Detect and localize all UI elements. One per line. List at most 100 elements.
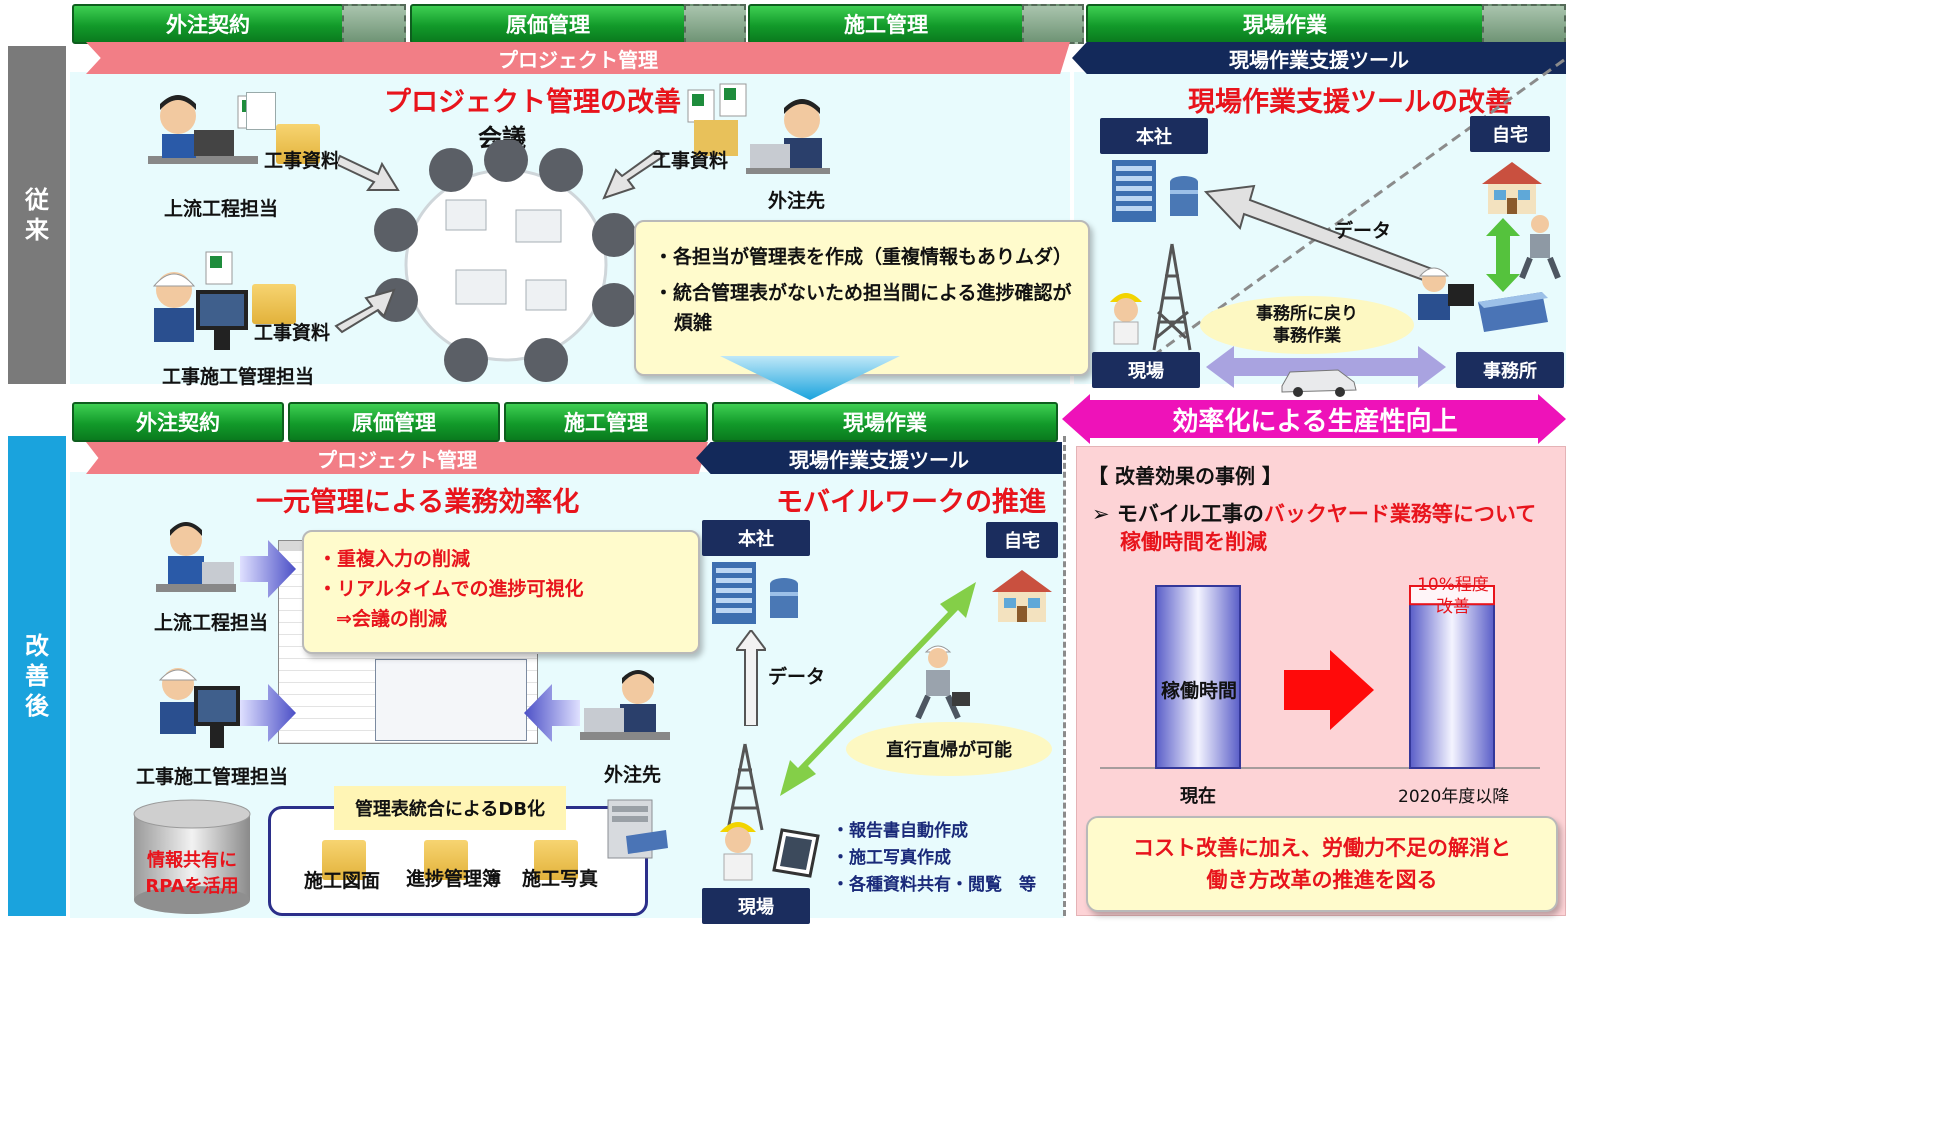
benefits-callout: ・重複入力の削減 ・リアルタイムでの進捗可視化 ⇒会議の削減 (302, 530, 700, 654)
arrow-right-icon (240, 540, 296, 598)
mobile-features-list: ・報告書自動作成 ・施工写真作成 ・各種資料共有・閲覧 等 (832, 818, 1036, 899)
outsource-label-bottom: 外注先 (604, 764, 662, 786)
folder-icon (276, 124, 320, 164)
efficiency-banner-arrow (1062, 394, 1566, 444)
top-tab-stub-1 (342, 4, 406, 44)
db-item-progress: 進捗管理簿 (406, 868, 502, 890)
mobile-work-title: モバイルワークの推進 (776, 487, 1046, 518)
folder-icon (322, 840, 366, 880)
issues-callout: ・各担当が管理表を作成（重複情報もありムダ） ・統合管理表がないため担当間による… (634, 220, 1090, 376)
top-tab-stub-2 (684, 4, 746, 44)
data-label-bottom: データ (768, 666, 826, 688)
efficiency-banner-text: 効率化による生産性向上 (1172, 406, 1458, 437)
up-down-arrow (1486, 218, 1520, 292)
house-icon (1482, 162, 1542, 214)
tablet-icon (772, 828, 820, 878)
issue-item: ・統合管理表がないため担当間による進捗確認が煩雑 (654, 282, 1072, 334)
red-right-arrow-icon (1284, 650, 1374, 730)
data-up-arrow (736, 630, 766, 726)
bottom-pm-bar: プロジェクト管理 (86, 442, 708, 474)
running-worker-icon (915, 645, 970, 720)
diagonal-double-arrow (780, 582, 976, 796)
bar-label: 稼働時間 (1160, 680, 1237, 702)
bottom-divider (1063, 436, 1066, 916)
transition-down-arrow (720, 356, 900, 400)
arrow-right-icon (338, 154, 400, 191)
bullet-arrow-icon: ➢ (1092, 502, 1117, 526)
arrow-left-icon (602, 150, 666, 200)
upstream-worker-illustration (156, 522, 236, 592)
office-worker-icon (1418, 267, 1548, 332)
cell-tower-icon (726, 743, 764, 831)
return-office-ellipse: 事務所に戻り 事務作業 (1200, 296, 1414, 354)
issue-item: ・各担当が管理表を作成（重複情報もありムダ） (654, 246, 1073, 268)
reduction-segment (1409, 585, 1495, 606)
benefit-item: ・重複入力の削減 (318, 548, 471, 570)
construction-manager-illustration (158, 668, 240, 748)
direct-commute-ellipse: 直行直帰が可能 (846, 722, 1052, 776)
x-label-now: 現在 (1180, 786, 1216, 807)
top-tab-stub-3 (1022, 4, 1084, 44)
server-icon (607, 799, 668, 859)
bottom-tab-site-work[interactable]: 現場作業 (712, 402, 1058, 442)
x-label-after: 2020年度以降 (1398, 787, 1510, 807)
bottom-tab-cost[interactable]: 原価管理 (288, 402, 500, 442)
doc-label-1: 工事資料 (264, 150, 341, 172)
site-office-arrow (1206, 346, 1446, 388)
construction-mgr-label-top: 工事施工管理担当 (162, 366, 315, 388)
outsource-label-top: 外注先 (768, 190, 826, 212)
running-worker-icon (1519, 215, 1561, 280)
effect-heading: 【 改善効果の事例 】 (1088, 464, 1282, 488)
top-tool-bar: 現場作業支援ツール (1072, 42, 1566, 74)
folder-icon (424, 840, 468, 880)
top-tab-construction[interactable]: 施工管理 (748, 4, 1024, 44)
bottom-tool-bar: 現場作業支援ツール (696, 442, 1062, 474)
building-icon (712, 562, 798, 624)
outsource-worker-illustration (687, 83, 830, 174)
outsource-worker-illustration (580, 670, 670, 740)
home-label-top: 自宅 (1470, 116, 1550, 152)
arrow-right-icon (334, 288, 396, 334)
effect-description-line1: ➢ モバイル工事のバックヤード業務等について (1092, 502, 1537, 526)
cell-tower-icon (1152, 243, 1192, 351)
feature-item: ・各種資料共有・閲覧 等 (832, 875, 1036, 895)
db-item-drawing: 施工図面 (304, 870, 381, 892)
bottom-tab-construction[interactable]: 施工管理 (504, 402, 708, 442)
site-label-bottom: 現場 (702, 888, 810, 924)
data-label-top: データ (1334, 220, 1392, 242)
working-hours-chart (1100, 585, 1540, 770)
top-tab-stub-4 (1482, 4, 1566, 44)
reduction-label: 10%程度 改善 (1417, 575, 1489, 617)
bar-after (1409, 603, 1495, 770)
diagonal-divider (1113, 58, 1565, 384)
db-item-photos: 施工写真 (522, 868, 599, 890)
rpa-label: 情報共有に RPAを活用 (145, 850, 239, 897)
side-label-before: 従 来 (8, 46, 66, 384)
building-icon (1112, 160, 1198, 222)
meeting-table-illustration (374, 140, 636, 382)
folder-icon (252, 284, 296, 324)
site-worker-icon (720, 822, 756, 881)
hq-label-bottom: 本社 (702, 520, 810, 556)
construction-manager-illustration (152, 251, 248, 350)
db-title-box: 管理表統合によるDB化 (334, 786, 566, 830)
top-tab-site-work[interactable]: 現場作業 (1086, 4, 1484, 44)
upstream-label-top: 上流工程担当 (164, 198, 279, 220)
car-icon (1281, 369, 1357, 397)
benefit-item: ⇒会議の削減 (336, 608, 447, 630)
feature-item: ・報告書自動作成 (832, 821, 968, 841)
top-tab-outsourcing[interactable]: 外注契約 (72, 4, 344, 44)
bottom-tab-outsourcing[interactable]: 外注契約 (72, 402, 284, 442)
side-label-after: 改 善 後 (8, 436, 66, 916)
bar-now (1155, 585, 1241, 769)
benefit-item: ・リアルタイムでの進捗可視化 (318, 578, 584, 600)
feature-item: ・施工写真作成 (832, 848, 951, 868)
top-tab-cost[interactable]: 原価管理 (410, 4, 686, 44)
document-icon (246, 92, 276, 130)
home-label-bottom: 自宅 (986, 522, 1058, 558)
pm-improvement-title: プロジェクト管理の改善 (384, 87, 681, 118)
site-label-top: 現場 (1092, 352, 1200, 388)
hq-label-top: 本社 (1100, 118, 1208, 154)
construction-mgr-label-bottom: 工事施工管理担当 (136, 766, 289, 788)
doc-label-2: 工事資料 (652, 150, 729, 172)
